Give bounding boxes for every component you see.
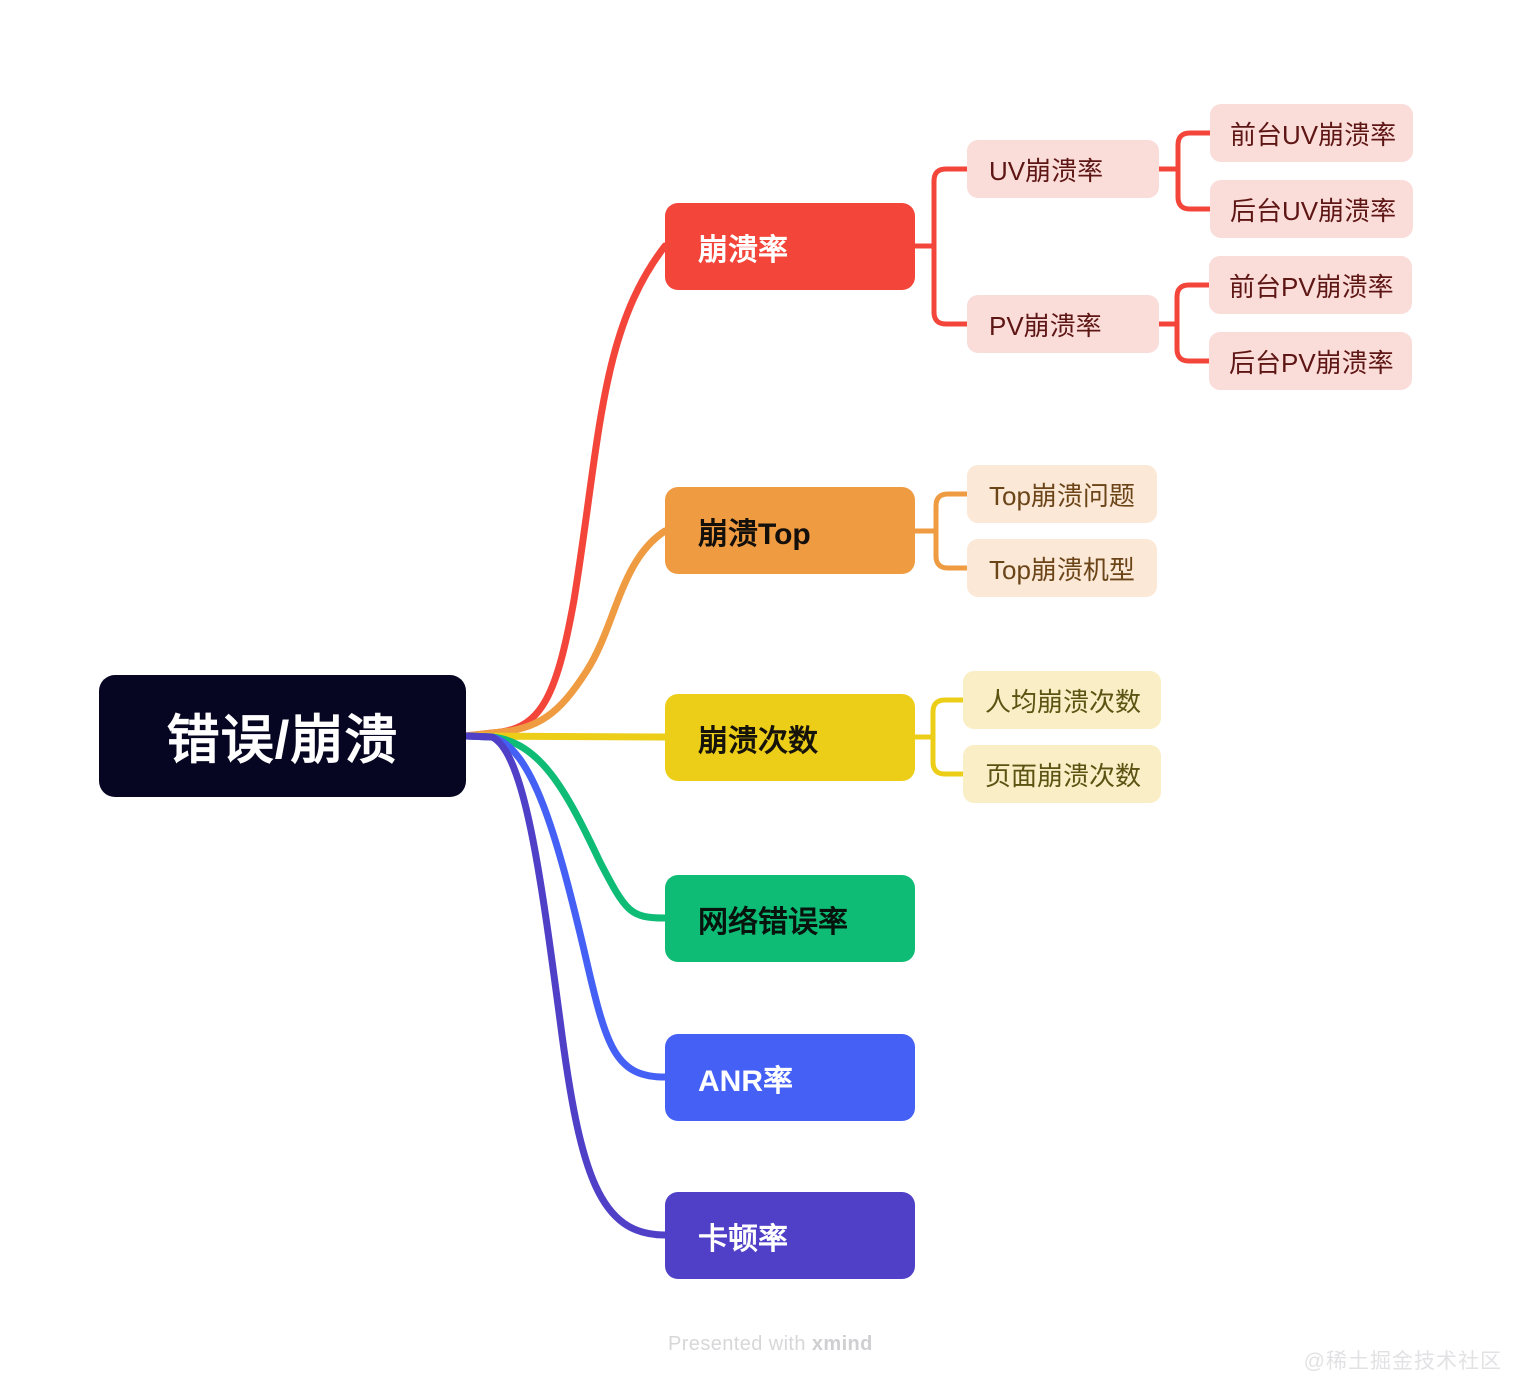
branch-node-lag-rate[interactable]: 卡顿率 — [665, 1192, 915, 1279]
connector-root-to-net-error — [462, 732, 669, 922]
leafnode-background-uv-crash-rate[interactable]: 后台UV崩溃率 — [1210, 180, 1413, 238]
subnode-average-crash-count[interactable]: 人均崩溃次数 — [963, 671, 1161, 729]
subnode-top-crash-issue[interactable]: Top崩溃问题 — [967, 465, 1157, 523]
subnode-label: 人均崩溃次数 — [985, 686, 1142, 717]
subnode-label: 页面崩溃次数 — [985, 760, 1142, 791]
xmind-brand-label: xmind — [811, 1333, 873, 1355]
connector-pv-to-fg-pv — [1174, 282, 1212, 327]
connector-pv-to-bg-pv — [1174, 321, 1212, 364]
subnode-pv-crash-rate[interactable]: PV崩溃率 — [967, 295, 1159, 353]
branch-node-anr-rate[interactable]: ANR率 — [665, 1034, 915, 1121]
branch-node-label: 崩溃次数 — [698, 724, 818, 758]
root-node[interactable]: 错误/崩溃 — [99, 675, 466, 797]
branch-node-label: 崩溃Top — [698, 517, 811, 551]
xmind-attribution-prefix: Presented with — [668, 1333, 812, 1355]
connector-uv-to-bg-uv — [1175, 166, 1213, 212]
leafnode-foreground-pv-crash-rate[interactable]: 前台PV崩溃率 — [1209, 256, 1412, 314]
subnode-label: PV崩溃率 — [989, 310, 1102, 341]
connector-crash-top-to-model — [933, 528, 970, 571]
connector-root-to-lag-rate — [462, 732, 669, 1239]
branch-node-label: ANR率 — [698, 1064, 793, 1098]
connector-crash-count-to-avg — [930, 697, 966, 740]
branch-node-label: 网络错误率 — [698, 905, 848, 939]
subnode-top-crash-device[interactable]: Top崩溃机型 — [967, 539, 1157, 597]
leafnode-background-pv-crash-rate[interactable]: 后台PV崩溃率 — [1209, 332, 1412, 390]
site-watermark: @稀土掘金技术社区 — [1303, 1350, 1502, 1373]
branch-node-crash-top[interactable]: 崩溃Top — [665, 487, 915, 574]
branch-node-crash-rate[interactable]: 崩溃率 — [665, 203, 915, 290]
leafnode-label: 前台PV崩溃率 — [1229, 271, 1394, 302]
subnode-label: Top崩溃机型 — [989, 554, 1135, 585]
subnode-label: Top崩溃问题 — [989, 480, 1135, 511]
connector-root-to-crash-count — [462, 732, 669, 741]
leafnode-label: 前台UV崩溃率 — [1230, 119, 1397, 150]
branch-node-label: 卡顿率 — [698, 1222, 788, 1256]
branch-node-label: 崩溃率 — [698, 233, 788, 267]
leafnode-label: 后台PV崩溃率 — [1229, 347, 1394, 378]
root-node-label: 错误/崩溃 — [166, 711, 399, 770]
connector-root-to-crash-top — [462, 527, 669, 740]
subnode-uv-crash-rate[interactable]: UV崩溃率 — [967, 140, 1159, 198]
xmind-attribution: Presented with xmind — [668, 1333, 873, 1356]
leafnode-foreground-uv-crash-rate[interactable]: 前台UV崩溃率 — [1210, 104, 1413, 162]
connector-crash-count-to-page — [930, 734, 966, 777]
connector-root-to-anr-rate — [462, 732, 669, 1081]
connector-uv-to-fg-uv — [1175, 130, 1213, 172]
subnode-label: UV崩溃率 — [989, 155, 1104, 186]
connector-crash-top-to-issue — [933, 491, 970, 534]
branch-node-crash-count[interactable]: 崩溃次数 — [665, 694, 915, 781]
connector-crash-rate-to-uv — [931, 166, 970, 249]
connector-crash-rate-to-pv — [931, 243, 970, 327]
subnode-page-crash-count[interactable]: 页面崩溃次数 — [963, 745, 1161, 803]
connector-root-to-crash-rate — [462, 242, 669, 740]
branch-node-network-error-rate[interactable]: 网络错误率 — [665, 875, 915, 962]
leafnode-label: 后台UV崩溃率 — [1230, 195, 1397, 226]
